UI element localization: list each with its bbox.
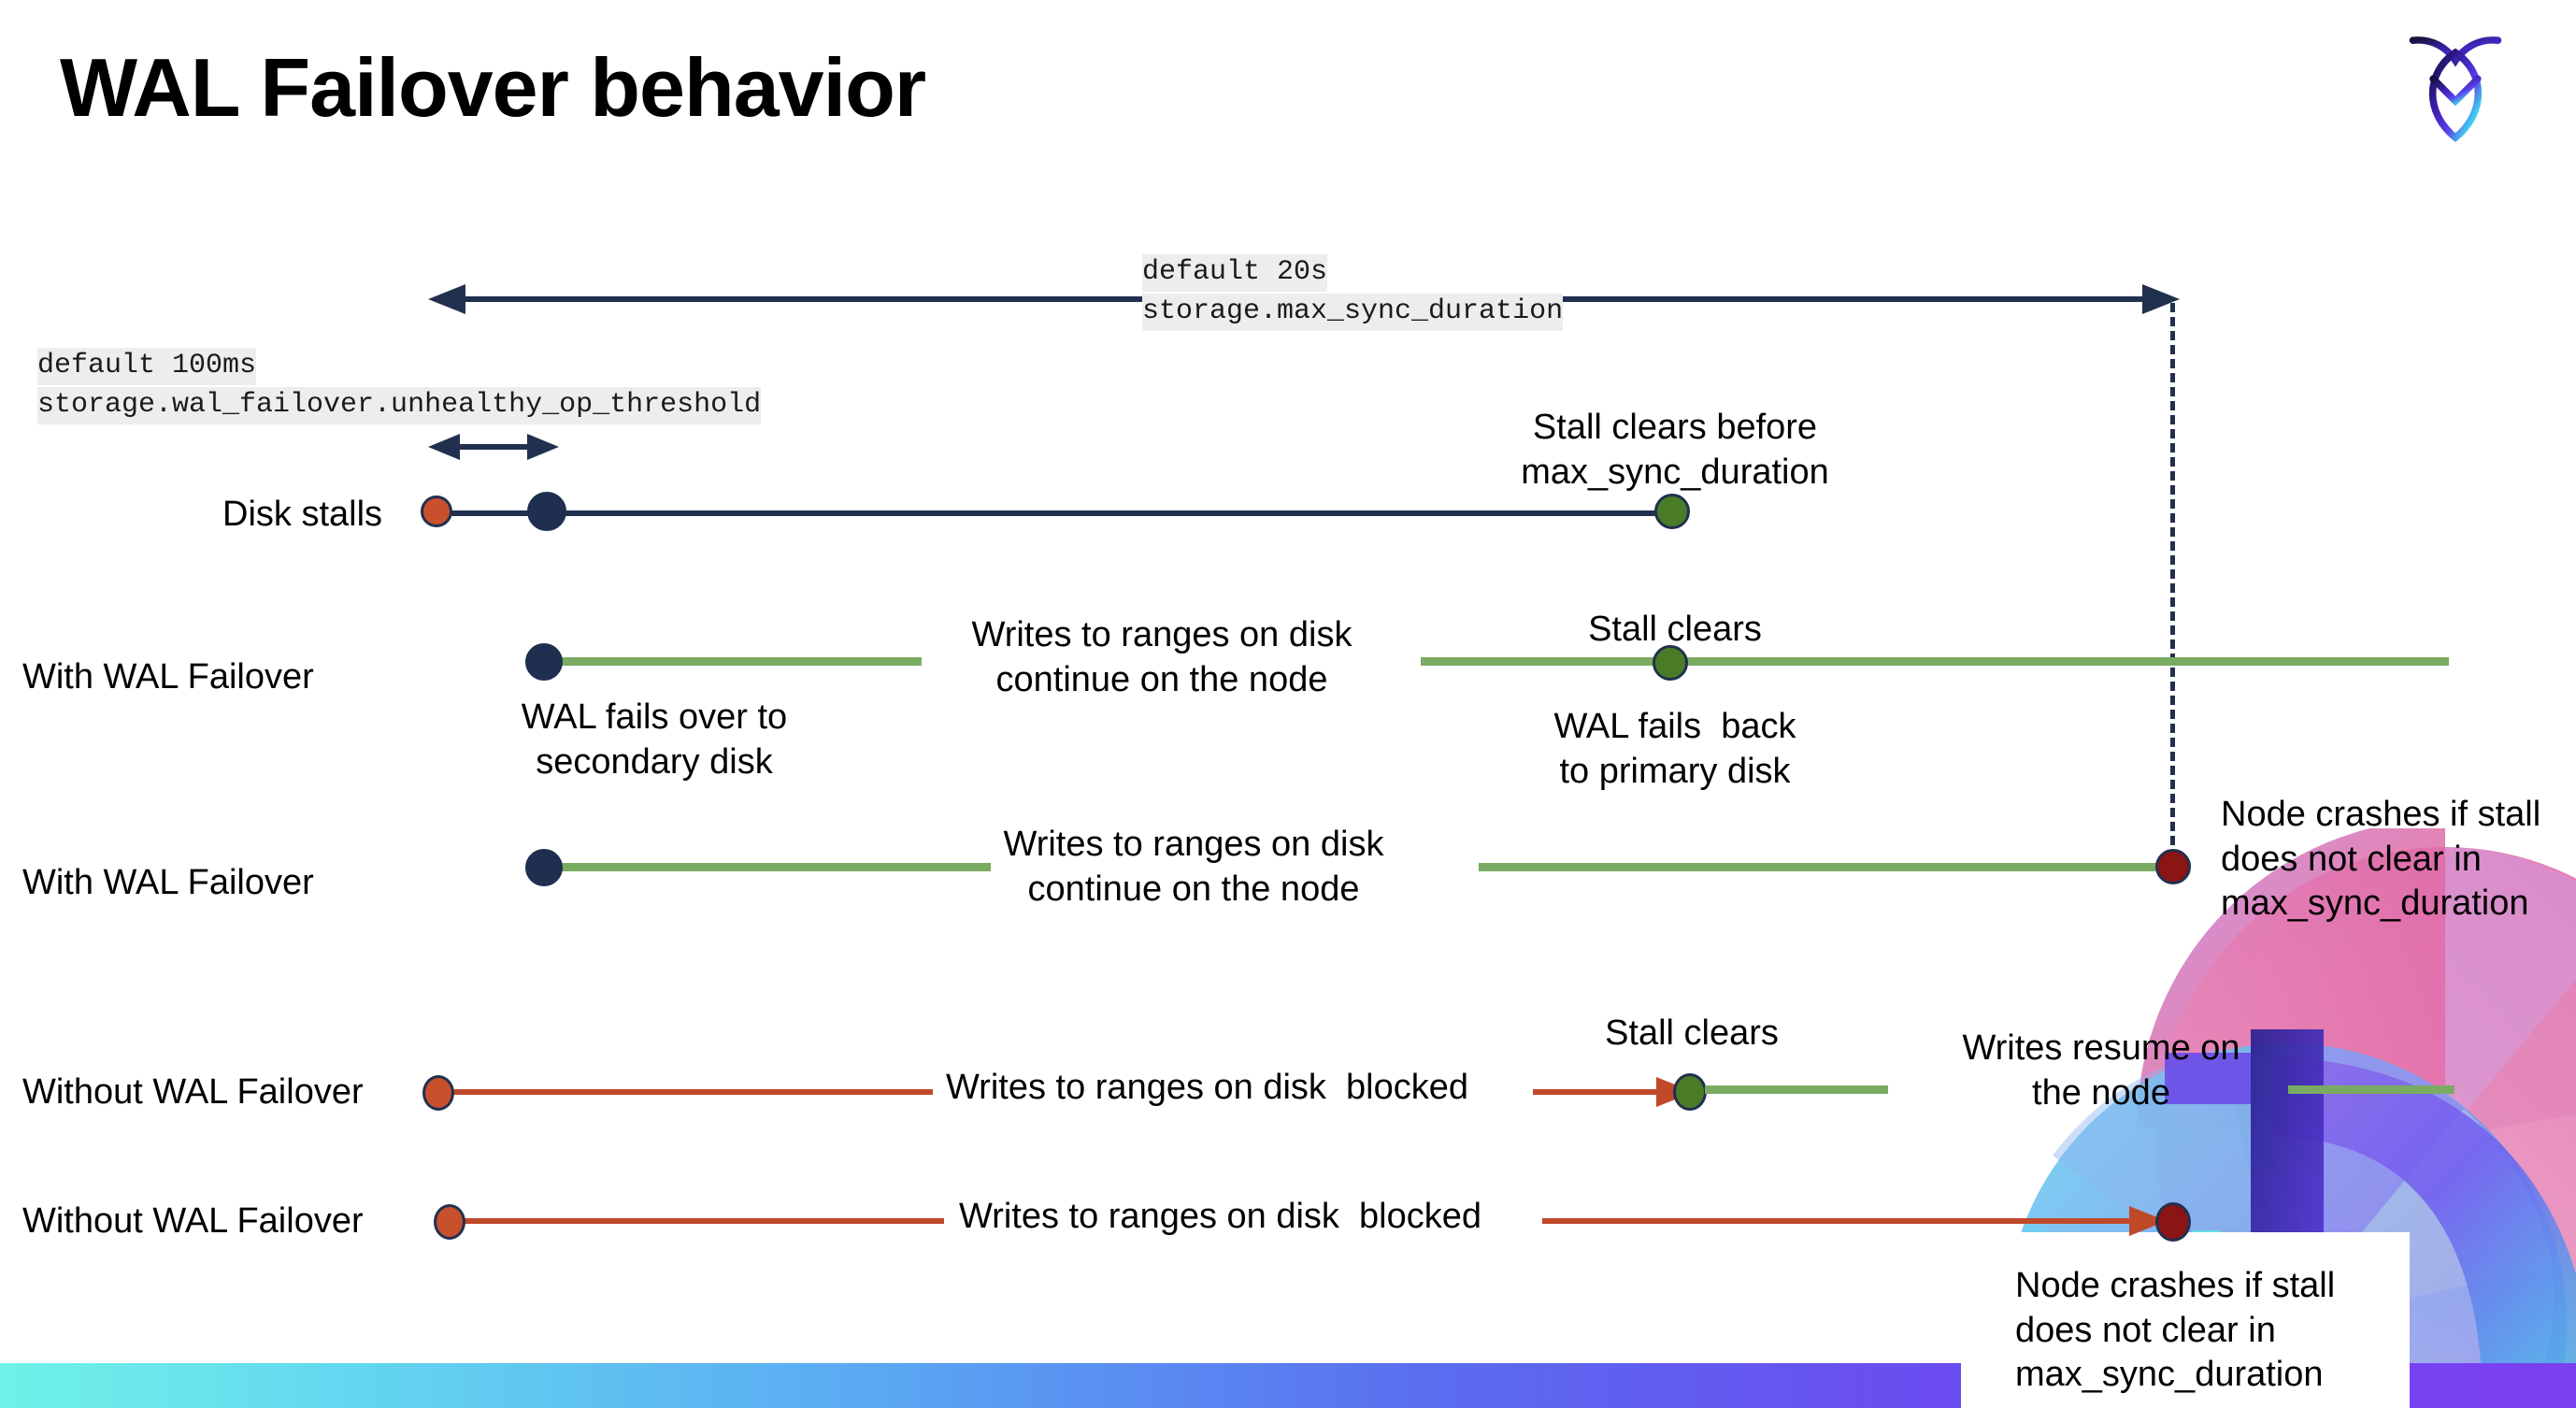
with-wal-failover-1-segment-a (542, 657, 922, 666)
without-wal-failover-2-crash-dot (2155, 1202, 2191, 1242)
row-label-with-wal-failover-1: With WAL Failover (22, 657, 314, 697)
annotation-node-crashes-1: Node crashes if stall does not clear in … (2221, 795, 2541, 923)
max-sync-duration-dashed-guide (2170, 303, 2175, 873)
max-sync-duration-setting: storage.max_sync_duration (1142, 294, 1564, 331)
row-label-without-wal-failover-2: Without WAL Failover (22, 1201, 364, 1241)
annotation-writes-blocked-1: Writes to ranges on disk blocked (946, 1068, 1469, 1107)
without-wal-failover-1-resume-segment-b (2288, 1085, 2454, 1094)
disk-stalls-clear-dot (1654, 494, 1690, 529)
annotation-writes-continue-1: Writes to ranges on disk continue on the… (971, 615, 1352, 699)
without-wal-failover-1-resume-segment-a (1705, 1085, 1888, 1094)
with-wal-failover-2-segment-a (542, 863, 991, 871)
without-wal-failover-1-blocked-line (447, 1089, 933, 1095)
disk-stalls-failover-dot (527, 492, 566, 531)
annotation-writes-resume: Writes resume on the node (1962, 1028, 2240, 1113)
without-wal-failover-2-blocked-line-a (458, 1218, 944, 1224)
row-label-with-wal-failover-2: With WAL Failover (22, 863, 314, 902)
with-wal-failover-2-segment-b (1479, 863, 2172, 871)
annotation-stall-clears-2: Stall clears (1605, 1013, 1779, 1053)
row-label-disk-stalls: Disk stalls (222, 495, 383, 534)
annotation-writes-continue-2: Writes to ranges on disk continue on the… (1003, 825, 1384, 909)
without-wal-failover-2-start-dot (434, 1204, 465, 1240)
annotation-wal-fails-back: WAL fails back to primary disk (1553, 707, 1796, 791)
annotation-writes-blocked-2: Writes to ranges on disk blocked (959, 1197, 1482, 1236)
with-wal-failover-1-clear-dot (1653, 645, 1688, 681)
annotation-node-crashes-2: Node crashes if stall does not clear in … (2015, 1266, 2336, 1394)
annotation-stall-clears-before: Stall clears before max_sync_duration (1521, 408, 1829, 492)
unhealthy-op-threshold-default: default 100ms (37, 348, 257, 385)
disk-stalls-timeline (437, 510, 1681, 516)
without-wal-failover-1-clear-dot (1673, 1073, 1707, 1111)
bottom-bar-cutout (1961, 1363, 2410, 1408)
row-label-without-wal-failover-1: Without WAL Failover (22, 1072, 364, 1112)
annotation-stall-clears-1: Stall clears (1588, 610, 1762, 649)
cockroachdb-logo-icon (2409, 36, 2502, 143)
annotation-wal-fails-over: WAL fails over to secondary disk (521, 697, 788, 782)
with-wal-failover-1-failover-dot (525, 643, 563, 681)
unhealthy-op-threshold-setting: storage.wal_failover.unhealthy_op_thresh… (37, 387, 762, 424)
max-sync-duration-default: default 20s (1142, 254, 1328, 292)
with-wal-failover-1-segment-b (1421, 657, 2449, 666)
disk-stalls-start-dot (421, 496, 452, 527)
without-wal-failover-1-start-dot (422, 1075, 454, 1111)
page-title: WAL Failover behavior (60, 41, 926, 134)
without-wal-failover-2-crash-arrow (1542, 1206, 2167, 1236)
with-wal-failover-2-crash-dot (2155, 849, 2191, 884)
unhealthy-op-threshold-span-arrow (428, 434, 559, 460)
with-wal-failover-2-failover-dot (525, 849, 563, 886)
